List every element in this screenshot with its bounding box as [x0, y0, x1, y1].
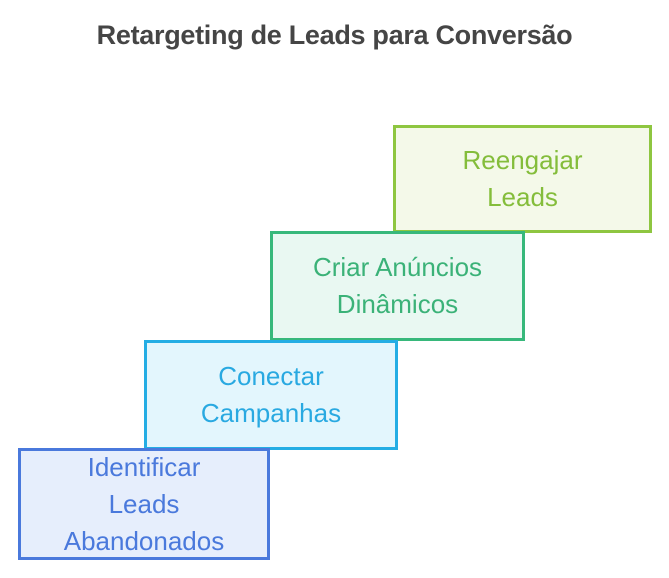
step-label: Identificar Leads Abandonados — [63, 451, 225, 556]
step-label: Conectar Campanhas — [200, 361, 342, 428]
step-box-criar-anuncios-dinamicos: Criar Anúncios Dinâmicos — [270, 231, 525, 341]
step-label: Reengajar Leads — [462, 145, 583, 212]
step-box-identificar-leads-abandonados: Identificar Leads Abandonados — [18, 448, 270, 560]
diagram-title: Retargeting de Leads para Conversão — [96, 20, 573, 50]
step-label: Criar Anúncios Dinâmicos — [312, 252, 483, 319]
step-box-conectar-campanhas: Conectar Campanhas — [144, 340, 398, 450]
step-box-reengajar-leads: Reengajar Leads — [393, 125, 652, 233]
